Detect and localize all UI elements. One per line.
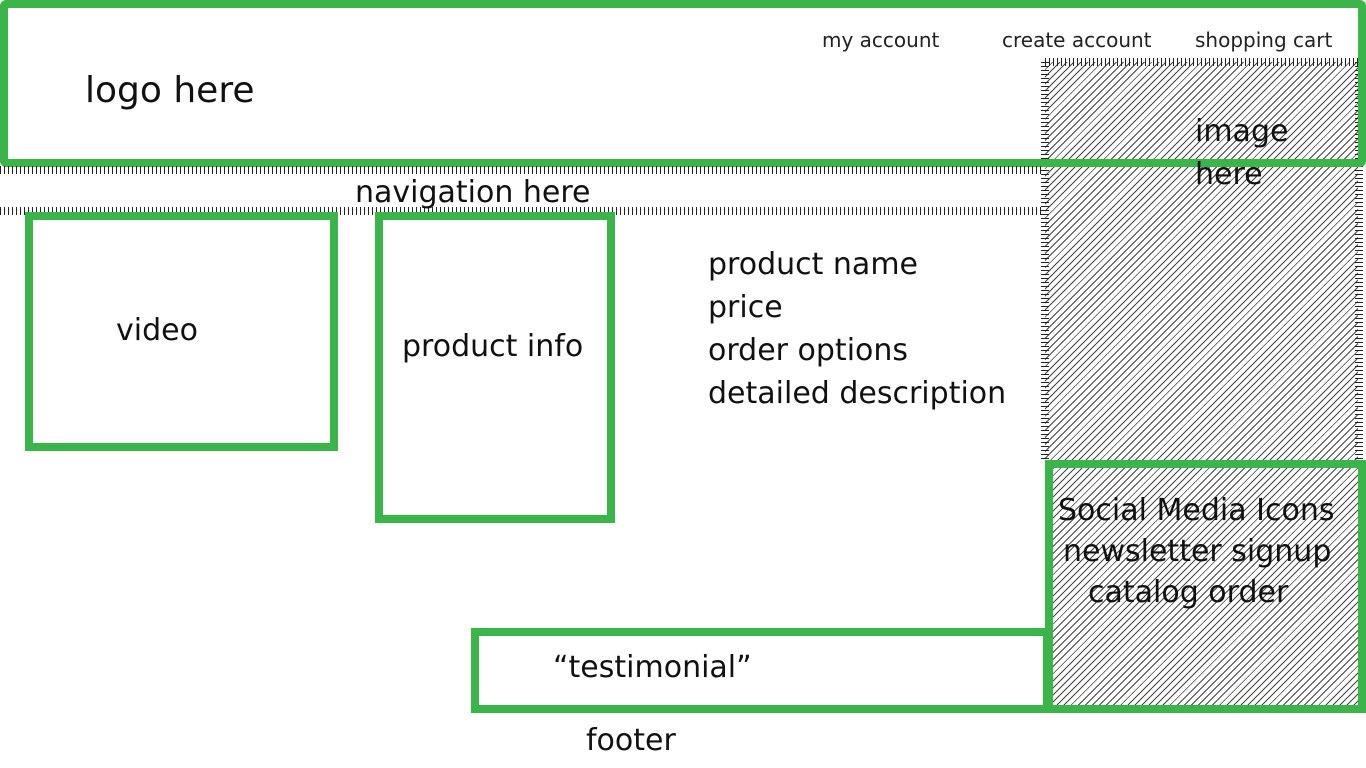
product-info-box [375, 212, 615, 523]
testimonial-label: “testimonial” [553, 650, 752, 685]
order-options: order options [708, 333, 909, 368]
image-placeholder-top-edge [1045, 58, 1358, 66]
detailed-description: detailed description [708, 376, 1007, 411]
navigation-top-edge [0, 166, 1044, 174]
social-media-icons-label[interactable]: Social Media Icons [1058, 493, 1335, 528]
my-account-link[interactable]: my account [822, 28, 940, 52]
image-label-line1: image [1195, 114, 1289, 149]
navigation-bottom-edge [0, 207, 1044, 215]
image-label-line2: here [1195, 157, 1263, 192]
create-account-link[interactable]: create account [1002, 28, 1152, 52]
image-placeholder-left-edge [1041, 62, 1049, 460]
social-box [1045, 460, 1366, 713]
footer-label: footer [586, 723, 676, 758]
product-price: price [708, 290, 783, 325]
video-label: video [116, 313, 198, 348]
logo-placeholder[interactable]: logo here [85, 70, 255, 111]
shopping-cart-link[interactable]: shopping cart [1195, 28, 1333, 52]
product-info-label: product info [402, 329, 584, 364]
image-placeholder [1045, 62, 1358, 460]
product-name: product name [708, 247, 918, 282]
product-details: product name price order options detaile… [708, 243, 1006, 415]
video-box[interactable] [25, 212, 338, 451]
image-placeholder-right-edge [1355, 62, 1363, 460]
testimonial-box [471, 628, 1051, 713]
navigation-placeholder[interactable]: navigation here [355, 175, 591, 210]
header [0, 0, 1366, 167]
catalog-order-label[interactable]: catalog order [1088, 575, 1289, 610]
newsletter-signup-label[interactable]: newsletter signup [1063, 534, 1332, 569]
